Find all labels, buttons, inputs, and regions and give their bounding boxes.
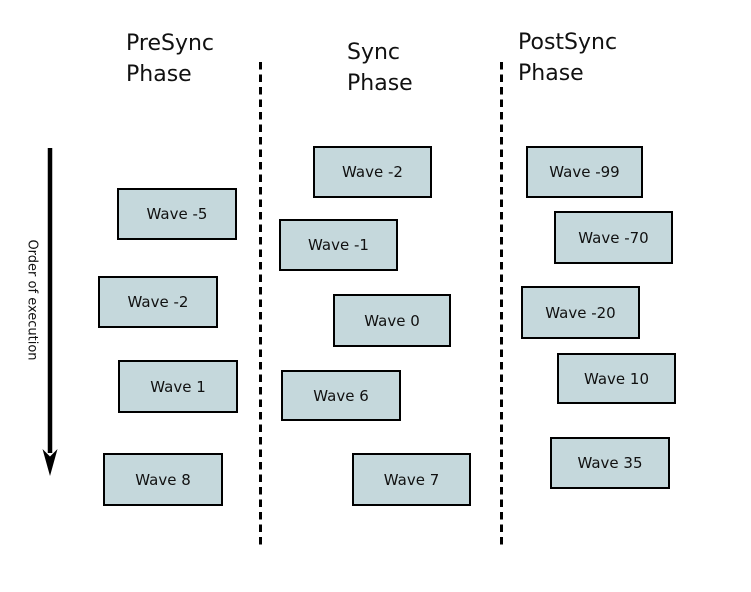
column-title-line1: PostSync <box>518 30 618 55</box>
column-title-line1: Sync <box>347 40 401 65</box>
column-title-line2: Phase <box>518 61 584 86</box>
wave-box-postsync-wave-minus20: Wave -20 <box>521 286 640 339</box>
wave-box-postsync-wave-minus70: Wave -70 <box>554 211 673 264</box>
wave-label: Wave -2 <box>342 163 403 181</box>
wave-label: Wave 35 <box>577 454 643 472</box>
wave-label: Wave -2 <box>127 293 189 311</box>
wave-box-postsync-wave-minus99: Wave -99 <box>526 146 643 198</box>
wave-box-sync-wave-7: Wave 7 <box>352 453 471 506</box>
column-title-line2: Phase <box>347 71 413 96</box>
column-title-sync: Sync Phase <box>347 37 413 99</box>
column-title-line1: PreSync <box>126 31 214 56</box>
wave-box-sync-wave-6: Wave 6 <box>281 370 401 421</box>
wave-label: Wave -70 <box>578 228 649 247</box>
order-of-execution-label: Order of execution <box>24 239 40 361</box>
wave-label: Wave 0 <box>364 311 420 330</box>
wave-label: Wave -20 <box>545 303 616 322</box>
wave-box-sync-wave-minus1: Wave -1 <box>279 219 398 271</box>
wave-label: Wave 10 <box>583 369 650 388</box>
wave-box-presync-wave-minus2: Wave -2 <box>98 276 218 328</box>
wave-box-presync-wave-1: Wave 1 <box>118 360 238 413</box>
wave-label: Wave 7 <box>383 470 440 489</box>
wave-label: Wave 1 <box>150 377 206 396</box>
wave-box-presync-wave-8: Wave 8 <box>103 453 223 506</box>
wave-box-sync-wave-minus2: Wave -2 <box>313 146 432 198</box>
wave-box-sync-wave-0: Wave 0 <box>333 294 451 347</box>
column-title-line2: Phase <box>126 62 192 87</box>
column-title-postsync: PostSync Phase <box>518 27 617 89</box>
order-arrow-head <box>42 449 58 476</box>
wave-box-postsync-wave-10: Wave 10 <box>557 353 676 404</box>
wave-label: Wave 6 <box>313 386 369 405</box>
wave-box-presync-wave-minus5: Wave -5 <box>117 188 237 240</box>
wave-label: Wave -5 <box>146 205 208 223</box>
wave-label: Wave -1 <box>308 236 369 254</box>
wave-label: Wave -99 <box>549 163 620 181</box>
column-title-presync: PreSync Phase <box>126 28 214 90</box>
wave-box-postsync-wave-35: Wave 35 <box>550 437 670 489</box>
wave-label: Wave 8 <box>135 470 191 489</box>
